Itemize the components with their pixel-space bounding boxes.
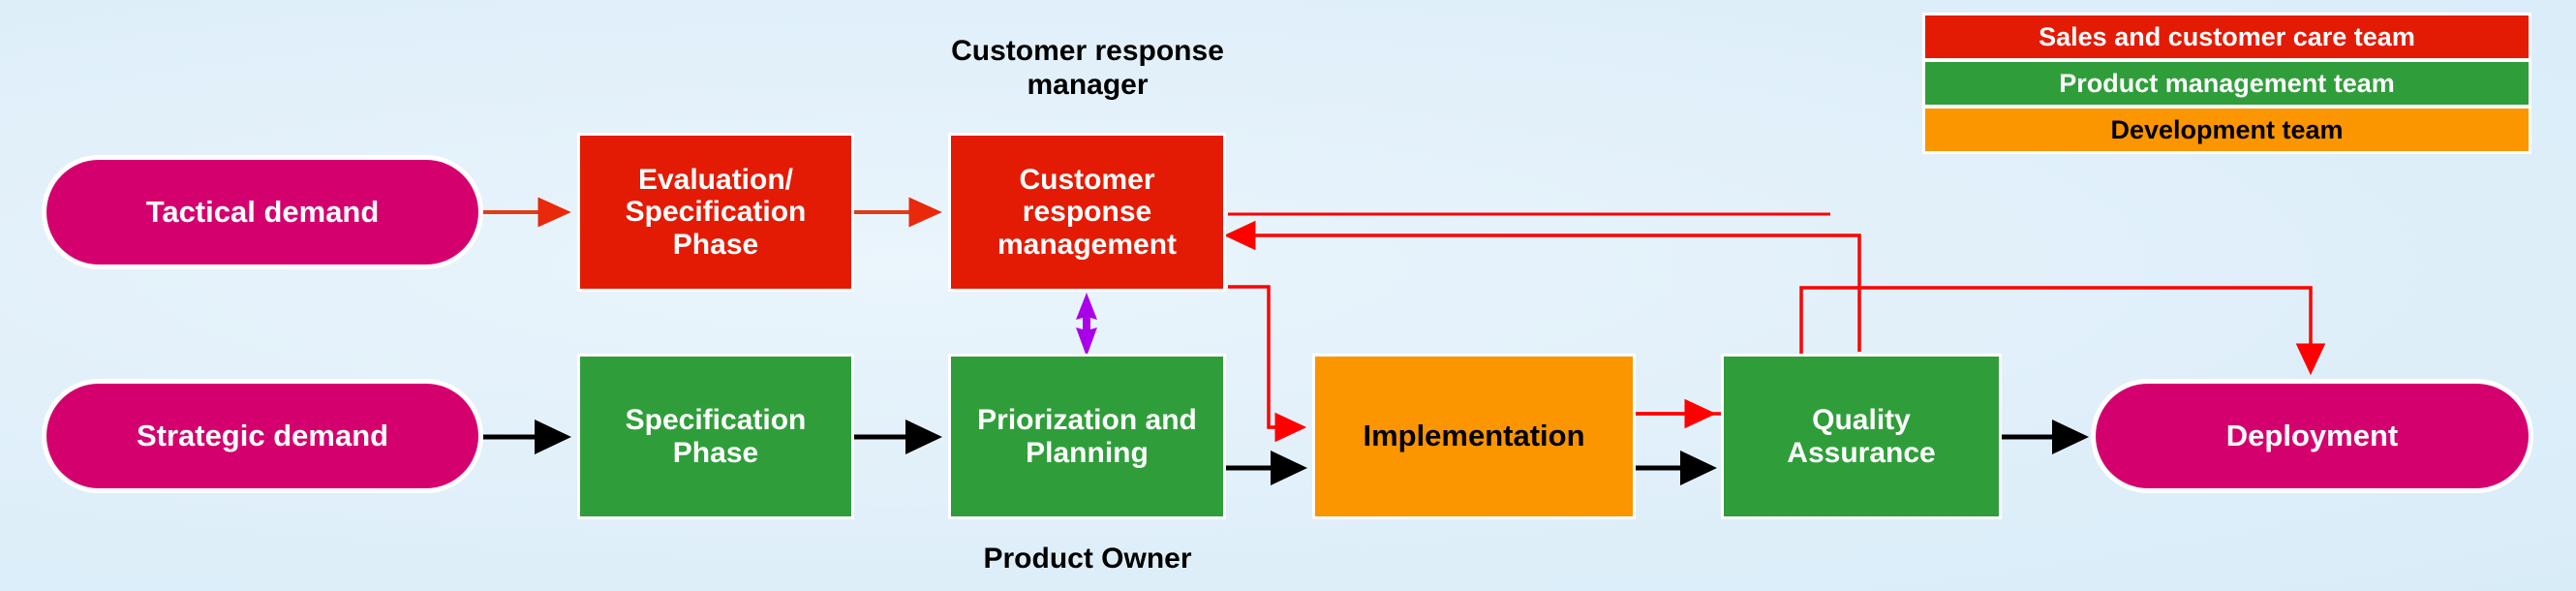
- legend-item-sales-and-customer-care-team[interactable]: Sales and customer care team: [1925, 16, 2529, 58]
- edge-purple-double-arrow: [1076, 293, 1097, 357]
- legend-item-product-management-team[interactable]: Product management team: [1925, 62, 2529, 105]
- node-quality-assurance[interactable]: Quality Assurance: [1724, 357, 1999, 516]
- node-deployment[interactable]: Deployment: [2096, 384, 2529, 488]
- node-evaluation-specification-phase[interactable]: Evaluation/ Specification Phase: [580, 136, 851, 289]
- node-strategic-demand[interactable]: Strategic demand: [46, 384, 478, 488]
- caption-product-owner: Product Owner: [983, 543, 1192, 575]
- edge-qa-to-customer-response-feedback: [1223, 220, 1861, 352]
- edge-customer-response-to-implementation: [1228, 285, 1307, 443]
- node-tactical-demand[interactable]: Tactical demand: [46, 160, 478, 264]
- caption-customer-response-manager: Customer response manager: [951, 35, 1224, 101]
- node-specification-phase[interactable]: Specification Phase: [580, 357, 851, 516]
- node-customer-response-management[interactable]: Customer response management: [951, 136, 1223, 289]
- node-priorization-and-planning[interactable]: Priorization and Planning: [951, 357, 1223, 516]
- node-implementation[interactable]: Implementation: [1315, 357, 1633, 516]
- legend-item-development-team[interactable]: Development team: [1925, 109, 2529, 151]
